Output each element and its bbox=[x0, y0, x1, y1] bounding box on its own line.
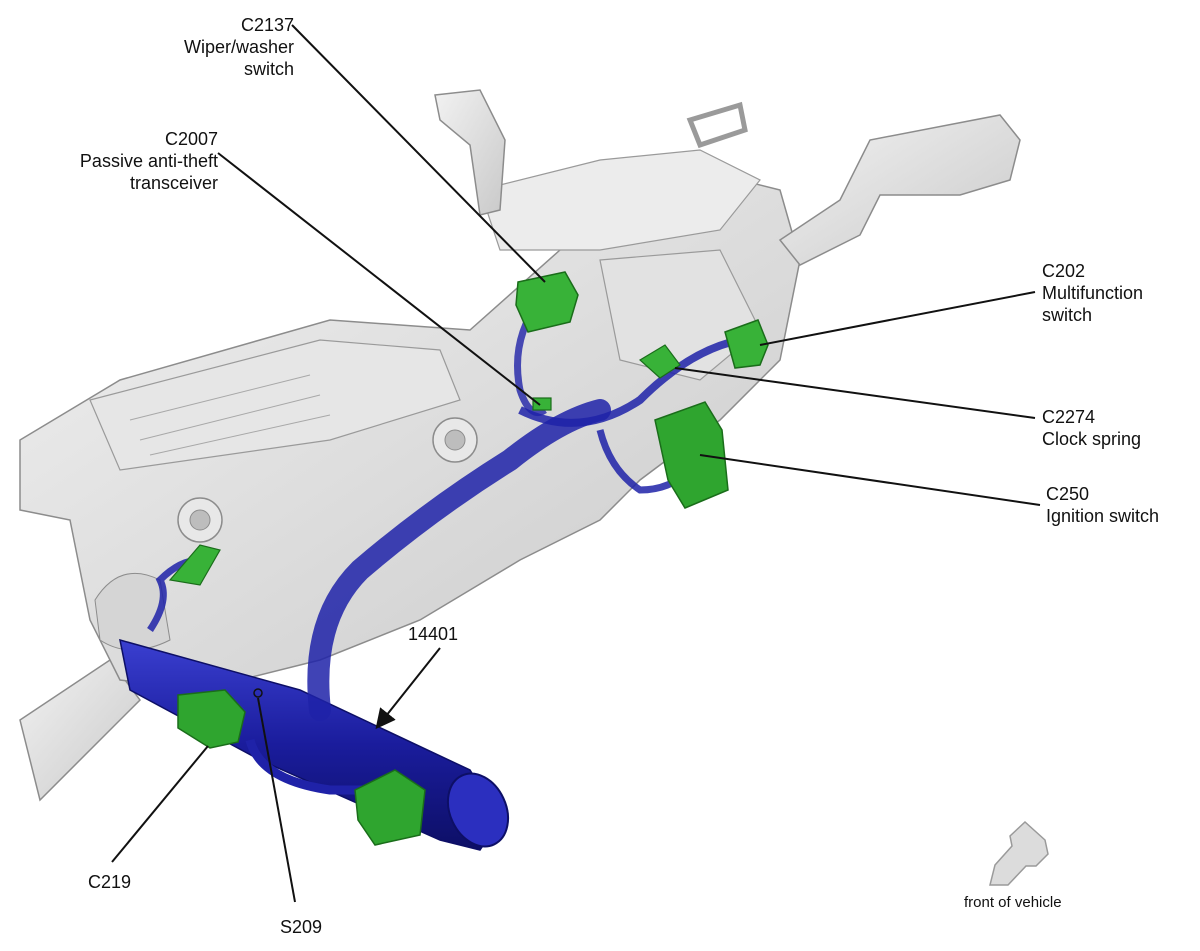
connector-c202 bbox=[724, 319, 769, 369]
label-c202-line2: switch bbox=[1042, 305, 1093, 325]
label-s209: S209 bbox=[280, 916, 322, 938]
leader-c2274 bbox=[674, 367, 1036, 419]
label-14401: 14401 bbox=[408, 623, 458, 645]
label-c2137-line2: switch bbox=[243, 59, 294, 79]
connector-c2137 bbox=[515, 271, 579, 333]
label-c202: C202 Multifunction switch bbox=[1042, 260, 1143, 326]
label-c250: C250 Ignition switch bbox=[1046, 483, 1159, 527]
label-c2274-line1: Clock spring bbox=[1042, 429, 1142, 449]
leader-c2007 bbox=[217, 152, 541, 406]
label-c2137: C2137 Wiper/washer switch bbox=[110, 14, 294, 80]
front-of-vehicle-text: front of vehicle bbox=[964, 894, 1062, 911]
connector-inline bbox=[354, 769, 426, 846]
wiper-stalk bbox=[434, 89, 506, 216]
connector-c219 bbox=[177, 689, 246, 749]
splice-marker bbox=[253, 688, 263, 698]
leader-c202 bbox=[759, 291, 1036, 346]
lock-loop bbox=[686, 101, 748, 149]
leader-c219 bbox=[111, 745, 209, 863]
label-c250-line1: Ignition switch bbox=[1046, 506, 1160, 526]
label-c219-id: C219 bbox=[88, 872, 132, 892]
leader-c250 bbox=[699, 454, 1041, 506]
label-c219: C219 bbox=[88, 871, 131, 893]
label-c2274-id: C2274 bbox=[1042, 407, 1096, 427]
label-c2007-id: C2007 bbox=[164, 129, 218, 149]
steering-shaft bbox=[19, 658, 141, 802]
leader-s209 bbox=[257, 697, 296, 903]
connector-c250 bbox=[654, 401, 729, 509]
leader-14401 bbox=[375, 647, 441, 730]
label-c2007: C2007 Passive anti-theft transceiver bbox=[20, 128, 218, 194]
leader-c2137 bbox=[291, 24, 546, 283]
label-c202-line1: Multifunction bbox=[1042, 283, 1144, 303]
label-14401-id: 14401 bbox=[408, 624, 459, 644]
label-c2274: C2274 Clock spring bbox=[1042, 406, 1141, 450]
label-c202-id: C202 bbox=[1042, 261, 1086, 281]
front-of-vehicle-label: front of vehicle bbox=[964, 892, 1062, 914]
multifunction-stalk bbox=[778, 114, 1021, 266]
label-c2007-line1: Passive anti-theft bbox=[79, 151, 218, 171]
label-c2007-line2: transceiver bbox=[129, 173, 218, 193]
connector-c2007 bbox=[532, 397, 552, 411]
front-arrow-icon bbox=[989, 820, 1049, 886]
column-housing bbox=[19, 149, 801, 691]
leader-lines bbox=[111, 24, 1041, 903]
label-c2137-line1: Wiper/washer bbox=[183, 37, 294, 57]
label-c2137-id: C2137 bbox=[240, 15, 294, 35]
label-c250-id: C250 bbox=[1046, 484, 1090, 504]
ground-eyelet bbox=[168, 544, 221, 586]
label-s209-id: S209 bbox=[280, 917, 323, 937]
connector-c2274 bbox=[638, 344, 681, 379]
